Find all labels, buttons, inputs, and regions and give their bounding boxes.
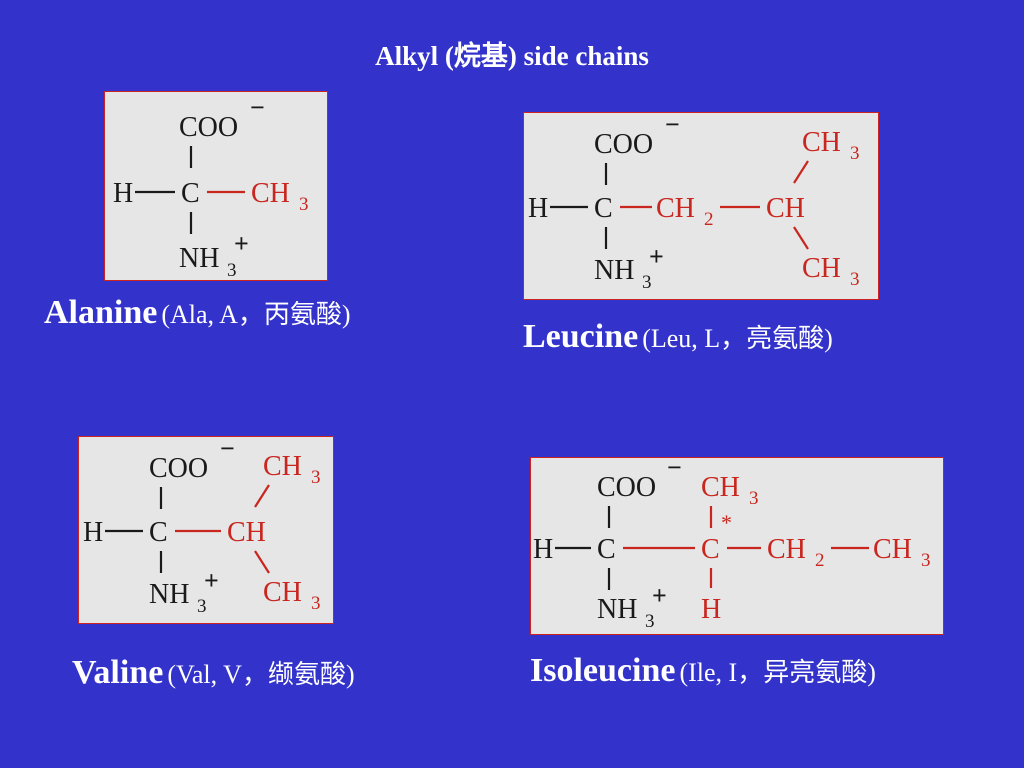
subscript: 3 [850, 269, 860, 290]
amino-acid-name: Isoleucine [530, 652, 676, 689]
subscript: 3 [311, 467, 321, 488]
hydrogen-label: H [528, 193, 548, 224]
carboxylate-label: COO [149, 453, 208, 484]
amino-acid-abbrev: (Val, V，缬氨酸) [167, 660, 355, 689]
amino-acid-name: Alanine [44, 294, 158, 331]
alpha-carbon-label: C [594, 193, 613, 224]
subscript: 3 [299, 194, 309, 215]
hydrogen-label: H [701, 594, 721, 625]
amino-acid-name: Valine [72, 654, 164, 691]
valine-caption: Valine (Val, V，缬氨酸) [72, 654, 355, 692]
alpha-carbon-label: C [597, 534, 616, 565]
charge-minus: − [250, 93, 265, 122]
subscript: 2 [815, 550, 825, 571]
amino-label: NH [179, 243, 219, 274]
subscript: 3 [642, 272, 652, 293]
subscript: 3 [197, 596, 207, 617]
hydrogen-label: H [533, 534, 553, 565]
hydrogen-label: H [83, 517, 103, 548]
isoleucine-structure: COO − H C CH 3 * C CH 2 CH 3 H NH 3 + [530, 457, 944, 635]
subscript: 3 [921, 550, 931, 571]
valine-structure: COO − H C CH CH 3 CH 3 NH 3 + [78, 436, 334, 624]
side-chain-bond [254, 550, 270, 574]
methyl-label: CH [263, 451, 302, 482]
beta-carbon-label: C [701, 534, 720, 565]
side-chain-bond [254, 484, 270, 508]
subscript: 3 [850, 143, 860, 164]
charge-minus: − [667, 458, 682, 482]
carboxylate-label: COO [179, 112, 238, 143]
charge-plus: + [234, 229, 249, 258]
side-chain-bond [793, 226, 809, 250]
isoleucine-caption: Isoleucine (Ile, I，异亮氨酸) [530, 652, 876, 690]
methyl-label: CH [802, 127, 841, 158]
amino-acid-abbrev: (Leu, L，亮氨酸) [642, 324, 833, 353]
charge-plus: + [652, 581, 667, 610]
amino-acid-abbrev: (Ile, I，异亮氨酸) [679, 658, 876, 687]
alanine-structure: COO − H C CH 3 NH 3 + [104, 91, 328, 281]
hydrogen-label: H [113, 178, 133, 209]
methyl-label: CH [251, 178, 290, 209]
amino-label: NH [594, 255, 634, 286]
methine-label: CH [766, 193, 805, 224]
methylene-label: CH [656, 193, 695, 224]
carboxylate-label: COO [597, 472, 656, 503]
chiral-center-marker: * [721, 510, 732, 535]
leucine-caption: Leucine (Leu, L，亮氨酸) [523, 318, 833, 356]
alpha-carbon-label: C [149, 517, 168, 548]
charge-minus: − [220, 437, 235, 463]
amino-label: NH [149, 579, 189, 610]
alanine-caption: Alanine (Ala, A，丙氨酸) [44, 294, 351, 332]
methyl-label: CH [873, 534, 912, 565]
side-chain-bond [793, 160, 809, 184]
methylene-label: CH [767, 534, 806, 565]
methyl-label: CH [263, 577, 302, 608]
amino-acid-abbrev: (Ala, A，丙氨酸) [161, 300, 351, 329]
methine-label: CH [227, 517, 266, 548]
carboxylate-label: COO [594, 129, 653, 160]
amino-label: NH [597, 594, 637, 625]
subscript: 3 [749, 488, 759, 509]
subscript: 3 [645, 611, 655, 632]
methyl-label: CH [802, 253, 841, 284]
charge-plus: + [649, 242, 664, 271]
subscript: 3 [311, 593, 321, 614]
charge-plus: + [204, 566, 219, 595]
leucine-structure: COO − H C CH 2 CH CH 3 CH 3 NH 3 + [523, 112, 879, 300]
subscript: 3 [227, 260, 237, 280]
charge-minus: − [665, 113, 680, 139]
methyl-label: CH [701, 472, 740, 503]
amino-acid-name: Leucine [523, 318, 639, 355]
subscript: 2 [704, 209, 714, 230]
alpha-carbon-label: C [181, 178, 200, 209]
slide-title: Alkyl (烷基) side chains [375, 41, 649, 71]
